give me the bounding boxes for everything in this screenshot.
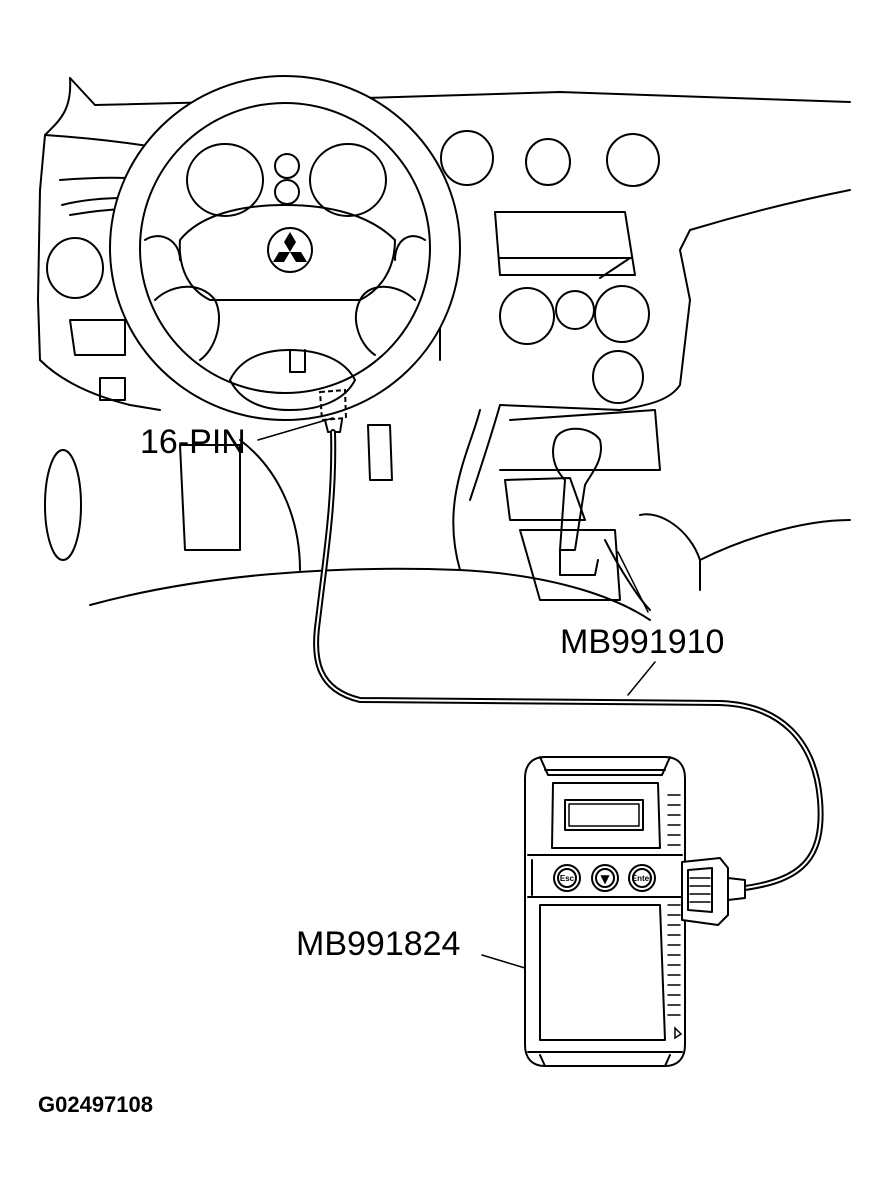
down-button-label: ▼ [600, 872, 610, 886]
diagnostic-tool-icon: Esc ▼ Enter [524, 756, 746, 1067]
dashboard-icon [37, 77, 851, 621]
connector-leader [257, 417, 334, 441]
cable-leader [627, 661, 656, 696]
mitsubishi-logo-icon [267, 227, 313, 273]
device-label: MB991824 [296, 925, 461, 963]
steering-wheel-icon [109, 75, 461, 421]
shifter-leader [617, 551, 649, 613]
connector-label: 16-PIN [140, 423, 246, 461]
gear-shifter-icon [552, 427, 602, 576]
device-leader [481, 954, 526, 969]
cable-icon [313, 429, 824, 891]
cable-label: MB991910 [560, 623, 725, 661]
esc-button-label: Esc [560, 874, 575, 883]
figure-id: G02497108 [38, 1092, 153, 1117]
enter-button-label: Enter [632, 874, 652, 883]
